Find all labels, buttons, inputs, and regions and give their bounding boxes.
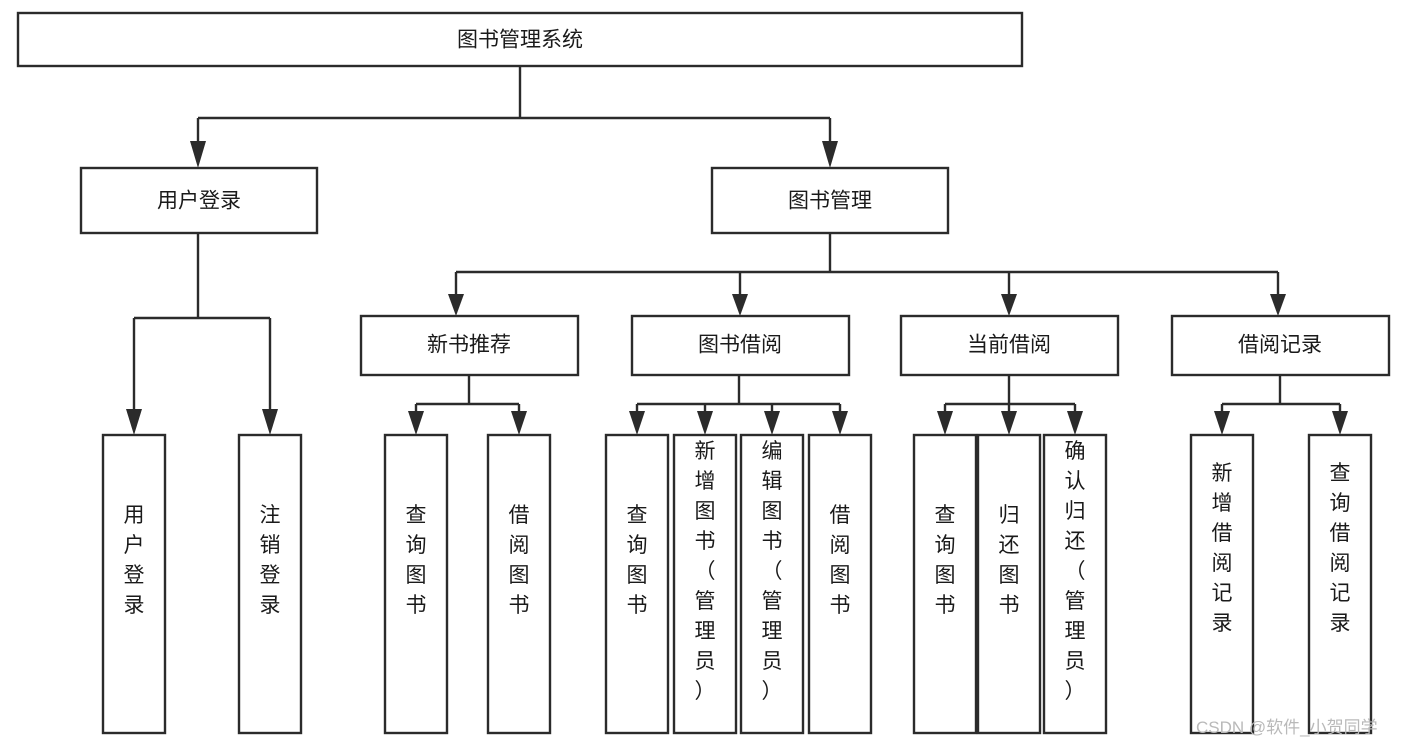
- node-user-login[interactable]: 用户登录: [79, 166, 319, 235]
- leaf-user-login-1[interactable]: 用户登录: [101, 433, 167, 735]
- arrow-user-login-leaf-2: [262, 409, 278, 435]
- node-borrow-record-box[interactable]: [1170, 314, 1391, 377]
- leaf-user-login-2-label: 注销登录: [260, 504, 281, 617]
- leaf-book-borrow-2-label: 新增图书（管理员）: [695, 440, 716, 703]
- leaf-book-borrow-4-box[interactable]: [807, 433, 873, 735]
- node-current-borrow-label: 当前借阅: [967, 334, 1051, 357]
- leaf-borrow-record-2-box[interactable]: [1307, 433, 1373, 735]
- leaf-new-book-2[interactable]: 借阅图书: [486, 433, 552, 735]
- node-new-book-recommend-box[interactable]: [359, 314, 580, 377]
- leaf-new-book-1-box[interactable]: [383, 433, 449, 735]
- leaf-current-borrow-3-box[interactable]: [1042, 433, 1108, 735]
- arrow-current-borrow-leaf-2: [1001, 411, 1017, 435]
- node-user-login-box[interactable]: [79, 166, 319, 235]
- arrow-book-borrow-leaf-1: [629, 411, 645, 435]
- node-user-login-label: 用户登录: [157, 190, 241, 213]
- node-book-management-label: 图书管理: [788, 190, 872, 213]
- leaf-user-login-2[interactable]: 注销登录: [237, 433, 303, 735]
- leaf-new-book-1[interactable]: 查询图书: [383, 433, 449, 735]
- leaf-current-borrow-1-box[interactable]: [912, 433, 978, 735]
- csdn-watermark: CSDN @软件_小贺同学: [1196, 718, 1378, 737]
- node-book-management[interactable]: 图书管理: [710, 166, 950, 235]
- leaf-borrow-record-2-label: 查询借阅记录: [1330, 462, 1351, 635]
- arrow-borrow-record-leaf-2: [1332, 411, 1348, 435]
- leaf-book-borrow-3-label: 编辑图书（管理员）: [762, 440, 783, 703]
- arrow-current-borrow-leaf-1: [937, 411, 953, 435]
- arrow-new-book-leaf-2: [511, 411, 527, 435]
- arrow-user-login-leaf-1: [126, 409, 142, 435]
- arrow-root-to-user-login: [190, 141, 206, 168]
- node-book-borrow[interactable]: 图书借阅: [630, 314, 851, 377]
- leaf-current-borrow-2[interactable]: 归还图书: [976, 433, 1042, 735]
- arrow-book-borrow-leaf-4: [832, 411, 848, 435]
- arrow-book-borrow-leaf-2: [697, 411, 713, 435]
- arrow-book-mgmt-to-new-book: [448, 294, 464, 316]
- node-book-borrow-box[interactable]: [630, 314, 851, 377]
- leaf-book-borrow-4-label: 借阅图书: [830, 504, 851, 617]
- node-current-borrow[interactable]: 当前借阅: [899, 314, 1120, 377]
- leaf-new-book-2-box[interactable]: [486, 433, 552, 735]
- leaf-new-book-2-label: 借阅图书: [509, 504, 530, 617]
- leaf-borrow-record-1[interactable]: 新增借阅记录: [1189, 433, 1255, 735]
- leaf-book-borrow-3-box[interactable]: [739, 433, 805, 735]
- leaf-current-borrow-3-label: 确认归还（管理员）: [1065, 440, 1086, 703]
- node-new-book-recommend-label: 新书推荐: [427, 334, 511, 357]
- arrow-new-book-leaf-1: [408, 411, 424, 435]
- leaf-book-borrow-1-box[interactable]: [604, 433, 670, 735]
- node-book-borrow-label: 图书借阅: [698, 334, 782, 357]
- leaf-current-borrow-2-box[interactable]: [976, 433, 1042, 735]
- node-book-management-box[interactable]: [710, 166, 950, 235]
- leaf-book-borrow-3[interactable]: 编辑图书（管理员）: [739, 433, 805, 735]
- node-borrow-record-label: 借阅记录: [1238, 334, 1322, 357]
- arrow-book-mgmt-to-borrow-record: [1270, 294, 1286, 316]
- leaf-user-login-1-box[interactable]: [101, 433, 167, 735]
- leaf-book-borrow-4[interactable]: 借阅图书: [807, 433, 873, 735]
- node-current-borrow-box[interactable]: [899, 314, 1120, 377]
- leaf-borrow-record-1-box[interactable]: [1189, 433, 1255, 735]
- node-root-label: 图书管理系统: [457, 29, 583, 52]
- leaf-borrow-record-2[interactable]: 查询借阅记录: [1307, 433, 1373, 735]
- leaf-book-borrow-2-box[interactable]: [672, 433, 738, 735]
- leaf-current-borrow-1-label: 查询图书: [935, 504, 956, 617]
- node-root-box[interactable]: [16, 11, 1024, 68]
- arrow-book-borrow-leaf-3: [764, 411, 780, 435]
- arrow-current-borrow-leaf-3: [1067, 411, 1083, 435]
- leaf-current-borrow-3[interactable]: 确认归还（管理员）: [1042, 433, 1108, 735]
- arrow-borrow-record-leaf-1: [1214, 411, 1230, 435]
- leaf-current-borrow-1[interactable]: 查询图书: [912, 433, 978, 735]
- leaf-current-borrow-2-label: 归还图书: [999, 504, 1020, 617]
- leaf-user-login-2-box[interactable]: [237, 433, 303, 735]
- arrow-root-to-book-mgmt: [822, 141, 838, 168]
- arrow-book-mgmt-to-book-borrow: [732, 294, 748, 316]
- leaf-book-borrow-2[interactable]: 新增图书（管理员）: [672, 433, 738, 735]
- node-borrow-record[interactable]: 借阅记录: [1170, 314, 1391, 377]
- leaf-new-book-1-label: 查询图书: [406, 504, 427, 617]
- leaf-borrow-record-1-label: 新增借阅记录: [1212, 462, 1233, 635]
- node-root[interactable]: 图书管理系统: [16, 11, 1024, 68]
- node-new-book-recommend[interactable]: 新书推荐: [359, 314, 580, 377]
- connector-layer: [126, 66, 1348, 435]
- leaf-book-borrow-1[interactable]: 查询图书: [604, 433, 670, 735]
- leaf-user-login-1-label: 用户登录: [124, 504, 145, 617]
- arrow-book-mgmt-to-current-borrow: [1001, 294, 1017, 316]
- leaf-book-borrow-1-label: 查询图书: [627, 504, 648, 617]
